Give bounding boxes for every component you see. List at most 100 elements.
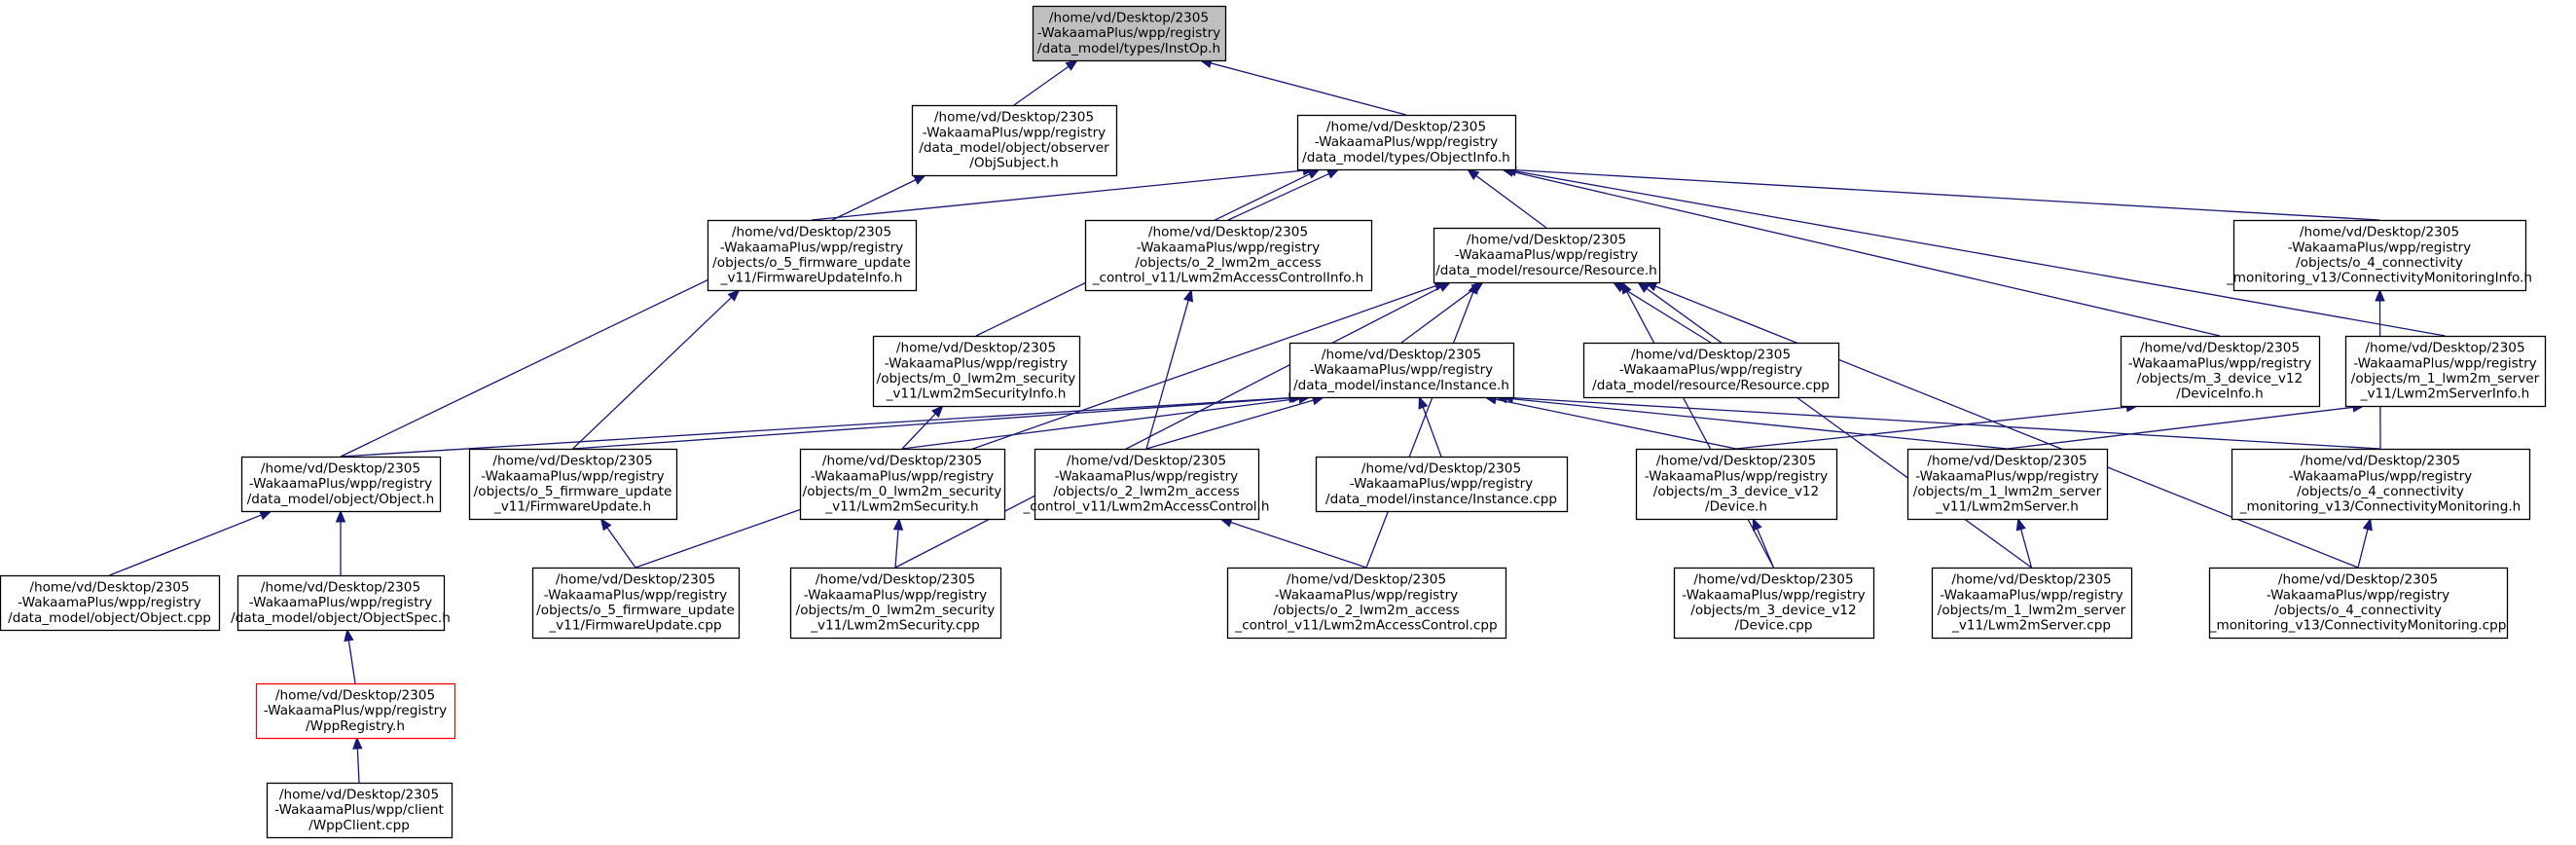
node-n8[interactable]: /home/vd/Desktop/2305-WakaamaPlus/wpp/re… [872, 335, 1081, 408]
node-n7[interactable]: /home/vd/Desktop/2305-WakaamaPlus/wpp/re… [2226, 219, 2532, 292]
edge-n3-to-n1 [1199, 57, 1407, 116]
node-box[interactable] [1906, 448, 2109, 521]
edge-n26-to-n18 [1752, 517, 1775, 569]
node-label-line: -WakaamaPlus/wpp/registry [1682, 587, 1865, 603]
node-box[interactable] [1296, 114, 1517, 171]
node-box[interactable] [707, 219, 918, 292]
node-n6[interactable]: /home/vd/Desktop/2305-WakaamaPlus/wpp/re… [1433, 227, 1661, 284]
node-box[interactable] [911, 104, 1118, 177]
edge-line [2020, 529, 2033, 569]
edge-n2-to-n1 [1013, 59, 1078, 106]
node-n18[interactable]: /home/vd/Desktop/2305-WakaamaPlus/wpp/re… [1635, 448, 1838, 521]
node-n20[interactable]: /home/vd/Desktop/2305-WakaamaPlus/wpp/re… [2231, 448, 2531, 521]
node-n17[interactable]: /home/vd/Desktop/2305-WakaamaPlus/wpp/re… [1315, 456, 1569, 513]
node-label-line: /objects/m_0_lwm2m_security [803, 484, 1002, 499]
edge-line [1626, 291, 1775, 569]
node-n24[interactable]: /home/vd/Desktop/2305-WakaamaPlus/wpp/re… [789, 567, 1002, 640]
node-n4[interactable]: /home/vd/Desktop/2305-WakaamaPlus/wpp/re… [707, 219, 918, 292]
node-n1[interactable]: /home/vd/Desktop/2305-WakaamaPlus/wpp/re… [1032, 5, 1227, 62]
node-n19[interactable]: /home/vd/Desktop/2305-WakaamaPlus/wpp/re… [1906, 448, 2109, 521]
node-box[interactable] [1673, 567, 1875, 640]
node-label-line: -WakaamaPlus/wpp/registry [811, 468, 994, 484]
node-label-line: /home/vd/Desktop/2305 [2300, 225, 2459, 240]
node-label-line: /home/vd/Desktop/2305 [261, 460, 420, 476]
node-box[interactable] [872, 335, 1081, 408]
edge-arrowhead [1325, 168, 1340, 179]
node-box[interactable] [1032, 5, 1227, 62]
node-box[interactable] [1635, 448, 1838, 521]
node-box[interactable] [1034, 448, 1260, 521]
node-box[interactable] [1315, 456, 1569, 513]
node-box[interactable] [236, 574, 446, 632]
node-n15[interactable]: /home/vd/Desktop/2305-WakaamaPlus/wpp/re… [799, 448, 1006, 521]
edge-line [1400, 288, 1475, 344]
node-n28[interactable]: /home/vd/Desktop/2305-WakaamaPlus/wpp/re… [2208, 567, 2509, 640]
node-box[interactable] [789, 567, 1002, 640]
node-n3[interactable]: /home/vd/Desktop/2305-WakaamaPlus/wpp/re… [1296, 114, 1517, 171]
node-n25[interactable]: /home/vd/Desktop/2305-WakaamaPlus/wpp/re… [1226, 567, 1507, 640]
node-label-line: _control_v11/Lwm2mAccessControl.h [1022, 499, 1269, 515]
node-box[interactable] [2232, 219, 2527, 292]
node-label-line: -WakaamaPlus/wpp/registry [1619, 362, 1802, 378]
node-box[interactable] [255, 682, 456, 740]
node-box[interactable] [2344, 335, 2547, 408]
node-label-line: -WakaamaPlus/wpp/registry [1275, 587, 1458, 603]
node-box[interactable] [1288, 342, 1515, 399]
node-box[interactable] [2231, 448, 2531, 521]
node-label-line: /data_model/instance/Instance.h [1293, 378, 1509, 393]
node-box[interactable] [1433, 227, 1661, 284]
node-box[interactable] [468, 448, 678, 521]
edge-arrowhead [913, 174, 927, 185]
node-n9[interactable]: /home/vd/Desktop/2305-WakaamaPlus/wpp/re… [1288, 342, 1515, 399]
node-box[interactable] [531, 567, 741, 640]
node-box[interactable] [0, 574, 221, 632]
node-box[interactable] [799, 448, 1006, 521]
node-label-line: /home/vd/Desktop/2305 [261, 579, 420, 595]
node-label-line: _v11/Lwm2mServer.h [1935, 499, 2079, 515]
edge-n13-to-n9 [340, 392, 1302, 458]
node-n22[interactable]: /home/vd/Desktop/2305-WakaamaPlus/wpp/re… [231, 574, 451, 632]
node-n16[interactable]: /home/vd/Desktop/2305-WakaamaPlus/wpp/re… [1022, 448, 1270, 521]
node-n5[interactable]: /home/vd/Desktop/2305-WakaamaPlus/wpp/re… [1084, 219, 1373, 292]
node-n12[interactable]: /home/vd/Desktop/2305-WakaamaPlus/wpp/re… [2344, 335, 2547, 408]
node-n11[interactable]: /home/vd/Desktop/2305-WakaamaPlus/wpp/re… [2120, 335, 2321, 408]
edge-arrowhead [1637, 281, 1651, 293]
node-label-line: /objects/o_2_lwm2m_access [1053, 484, 1239, 499]
edge-n19-to-n12 [2007, 402, 2366, 450]
node-n29[interactable]: /home/vd/Desktop/2305-WakaamaPlus/wpp/re… [255, 682, 456, 740]
node-label-line: /data_model/object/Object.cpp [8, 610, 211, 626]
node-box[interactable] [240, 456, 442, 513]
node-n27[interactable]: /home/vd/Desktop/2305-WakaamaPlus/wpp/re… [1931, 567, 2133, 640]
node-n10[interactable]: /home/vd/Desktop/2305-WakaamaPlus/wpp/re… [1582, 342, 1840, 399]
node-n2[interactable]: /home/vd/Desktop/2305-WakaamaPlus/wpp/re… [911, 104, 1118, 177]
edge-line [1512, 396, 2381, 450]
edge-line [347, 640, 356, 684]
node-label-line: /home/vd/Desktop/2305 [29, 579, 189, 595]
node-n14[interactable]: /home/vd/Desktop/2305-WakaamaPlus/wpp/re… [468, 448, 678, 521]
node-box[interactable] [1084, 219, 1373, 292]
node-box[interactable] [1582, 342, 1840, 399]
node-label-line: /home/vd/Desktop/2305 [934, 110, 1094, 126]
node-label-line: /home/vd/Desktop/2305 [556, 572, 715, 588]
node-n30[interactable]: /home/vd/Desktop/2305-WakaamaPlus/wpp/cl… [266, 782, 454, 839]
node-n26[interactable]: /home/vd/Desktop/2305-WakaamaPlus/wpp/re… [1673, 567, 1875, 640]
edge-line [1735, 406, 2127, 450]
node-n21[interactable]: /home/vd/Desktop/2305-WakaamaPlus/wpp/re… [0, 574, 221, 632]
node-box[interactable] [1226, 567, 1507, 640]
node-n23[interactable]: /home/vd/Desktop/2305-WakaamaPlus/wpp/re… [531, 567, 741, 640]
node-n13[interactable]: /home/vd/Desktop/2305-WakaamaPlus/wpp/re… [240, 456, 442, 513]
edge-line [109, 514, 262, 576]
node-box[interactable] [2208, 567, 2509, 640]
node-box[interactable] [2120, 335, 2321, 408]
node-label-line: /home/vd/Desktop/2305 [1951, 572, 2111, 588]
node-box[interactable] [1931, 567, 2133, 640]
edge-line [811, 169, 1304, 221]
edge-n27-to-n6 [1637, 281, 2032, 569]
node-label-line: /objects/o_2_lwm2m_access [1273, 603, 1459, 618]
node-box[interactable] [266, 782, 454, 839]
edge-n17-to-n9 [1418, 395, 1442, 458]
node-label-line: _control_v11/Lwm2mAccessControl.cpp [1234, 618, 1497, 634]
edge-arrowhead [931, 405, 944, 418]
node-label-line: -WakaamaPlus/wpp/registry [18, 595, 200, 610]
edge-n28-to-n20 [2357, 517, 2373, 569]
